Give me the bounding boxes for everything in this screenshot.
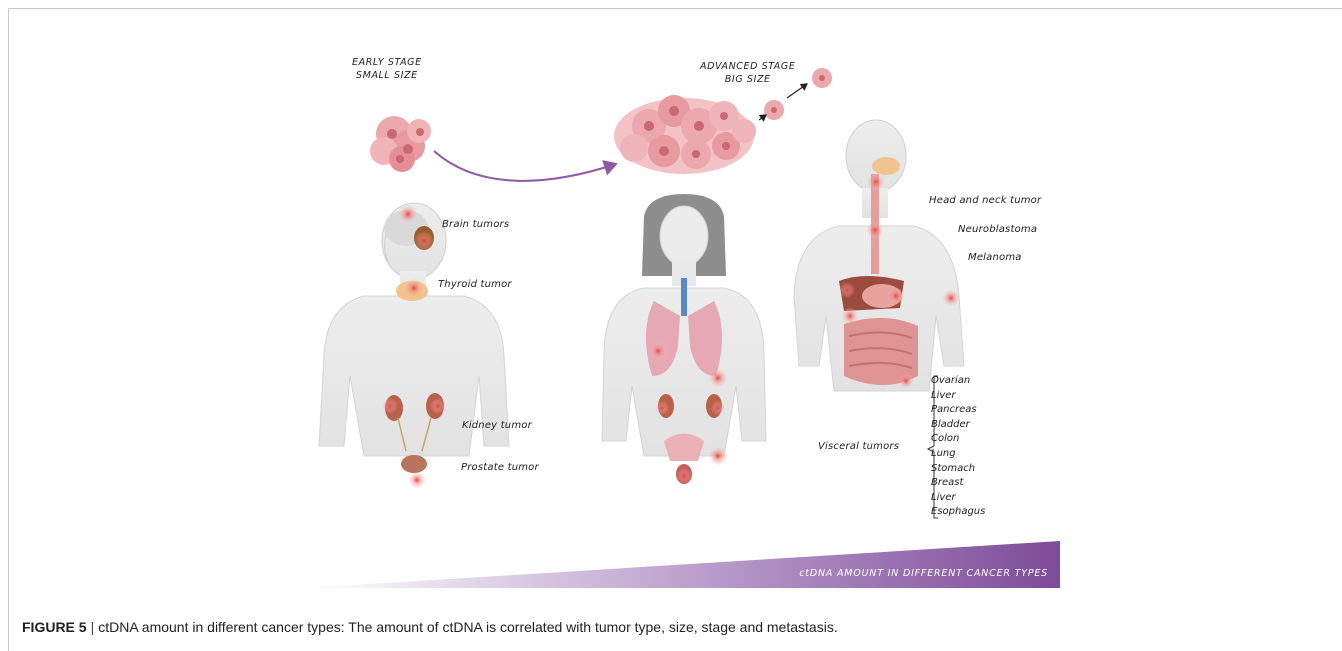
- early-stage-label: EARLY STAGE SMALL SIZE: [352, 56, 422, 82]
- visceral-item: Breast: [931, 476, 985, 491]
- visceral-item: Esophagus: [931, 505, 985, 520]
- figure-illustration: EARLY STAGE SMALL SIZE ADVANCED STAGE BI…: [304, 56, 1060, 588]
- ctdna-banner-text: ctDNA AMOUNT IN DIFFERENT CANCER TYPES: [752, 568, 1048, 579]
- neuroblastoma-label: Neuroblastoma: [958, 224, 1037, 235]
- visceral-item: Liver: [931, 389, 985, 404]
- visceral-item: Ovarian: [931, 374, 985, 389]
- brain-tumors-label: Brain tumors: [442, 219, 509, 230]
- male-body-right: [794, 120, 964, 391]
- ctdna-ramp: [304, 541, 1060, 588]
- advanced-stage-line2: BIG SIZE: [700, 73, 795, 86]
- progression-arrow: [434, 151, 616, 181]
- kidney-tumor-label: Kidney tumor: [462, 420, 532, 431]
- female-body-center: [602, 194, 766, 484]
- caption-separator: |: [91, 619, 95, 635]
- visceral-item: Stomach: [931, 462, 985, 477]
- head-neck-tumor-label: Head and neck tumor: [929, 195, 1041, 206]
- thyroid-tumor-label: Thyroid tumor: [438, 279, 512, 290]
- prostate-tumor-label: Prostate tumor: [461, 462, 539, 473]
- early-tumor-cluster: [370, 116, 431, 172]
- early-stage-line1: EARLY STAGE: [352, 56, 422, 69]
- visceral-tumor-list: Ovarian Liver Pancreas Bladder Colon Lun…: [931, 374, 985, 520]
- caption-text: ctDNA amount in different cancer types: …: [98, 619, 838, 635]
- figure-label: FIGURE 5: [22, 619, 87, 635]
- melanoma-label: Melanoma: [968, 252, 1022, 263]
- advanced-stage-label: ADVANCED STAGE BIG SIZE: [700, 60, 795, 86]
- visceral-item: Colon: [931, 432, 985, 447]
- figure-frame-top: [8, 8, 1342, 9]
- male-body-left: [319, 203, 509, 489]
- visceral-tumors-label: Visceral tumors: [818, 441, 899, 452]
- figure-frame-left: [8, 8, 9, 651]
- visceral-item: Lung: [931, 447, 985, 462]
- visceral-item: Liver: [931, 491, 985, 506]
- early-stage-line2: SMALL SIZE: [352, 69, 422, 82]
- advanced-stage-line1: ADVANCED STAGE: [700, 60, 795, 73]
- visceral-item: Pancreas: [931, 403, 985, 418]
- visceral-item: Bladder: [931, 418, 985, 433]
- figure-caption: FIGURE 5|ctDNA amount in different cance…: [22, 619, 838, 635]
